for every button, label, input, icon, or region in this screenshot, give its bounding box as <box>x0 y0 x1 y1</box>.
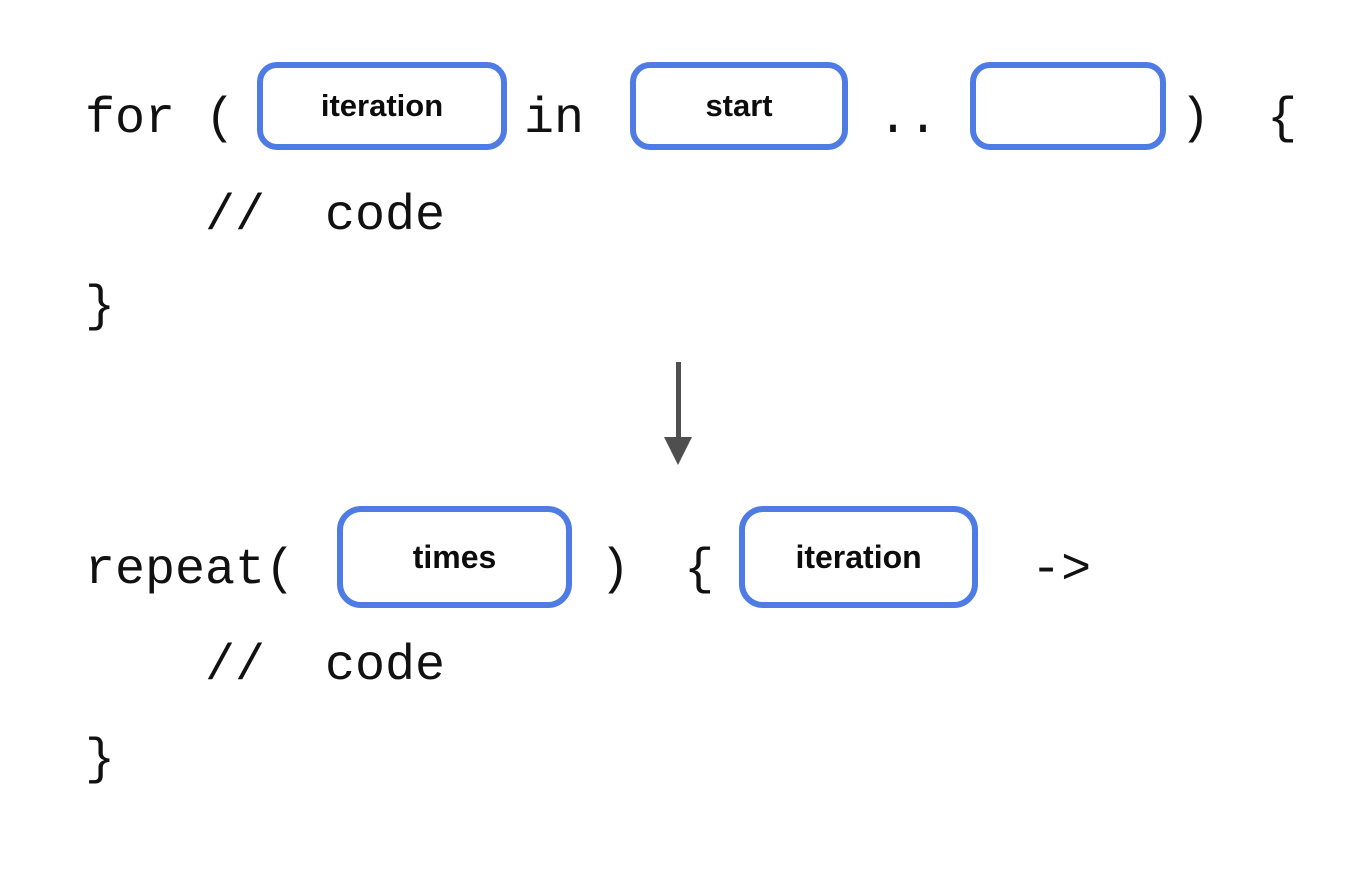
close-brace: } <box>85 732 116 789</box>
arrow-head <box>664 437 692 465</box>
slot-start: start <box>630 62 849 150</box>
repeat-body-line: // code <box>205 642 445 692</box>
lambda-arrow: -> <box>1031 542 1092 599</box>
for-loop-header-line: for ( iteration in start .. ) { <box>85 60 1297 152</box>
slot-times: times <box>337 506 573 608</box>
open-brace: { <box>684 542 715 599</box>
repeat-header-line: repeat( times ) { iteration -> <box>85 504 1091 610</box>
repeat-keyword: repeat( <box>85 542 296 599</box>
down-arrow-icon <box>664 362 692 465</box>
for-loop-closing-line: } <box>85 283 115 333</box>
for-loop-body-line: // code <box>205 192 445 242</box>
in-keyword: in <box>524 91 585 148</box>
code-comment: // code <box>205 638 446 695</box>
range-operator: .. <box>878 91 939 148</box>
code-comment: // code <box>205 188 446 245</box>
close-paren: ) <box>600 542 631 599</box>
arrow-shaft <box>675 362 681 437</box>
for-keyword: for ( <box>85 91 236 148</box>
repeat-closing-line: } <box>85 736 115 786</box>
open-brace: { <box>1267 91 1298 148</box>
slot-iteration: iteration <box>257 62 508 150</box>
close-brace: } <box>85 279 116 336</box>
slot-iteration: iteration <box>739 506 979 608</box>
close-paren: ) <box>1180 91 1211 148</box>
slot-end <box>970 62 1167 150</box>
